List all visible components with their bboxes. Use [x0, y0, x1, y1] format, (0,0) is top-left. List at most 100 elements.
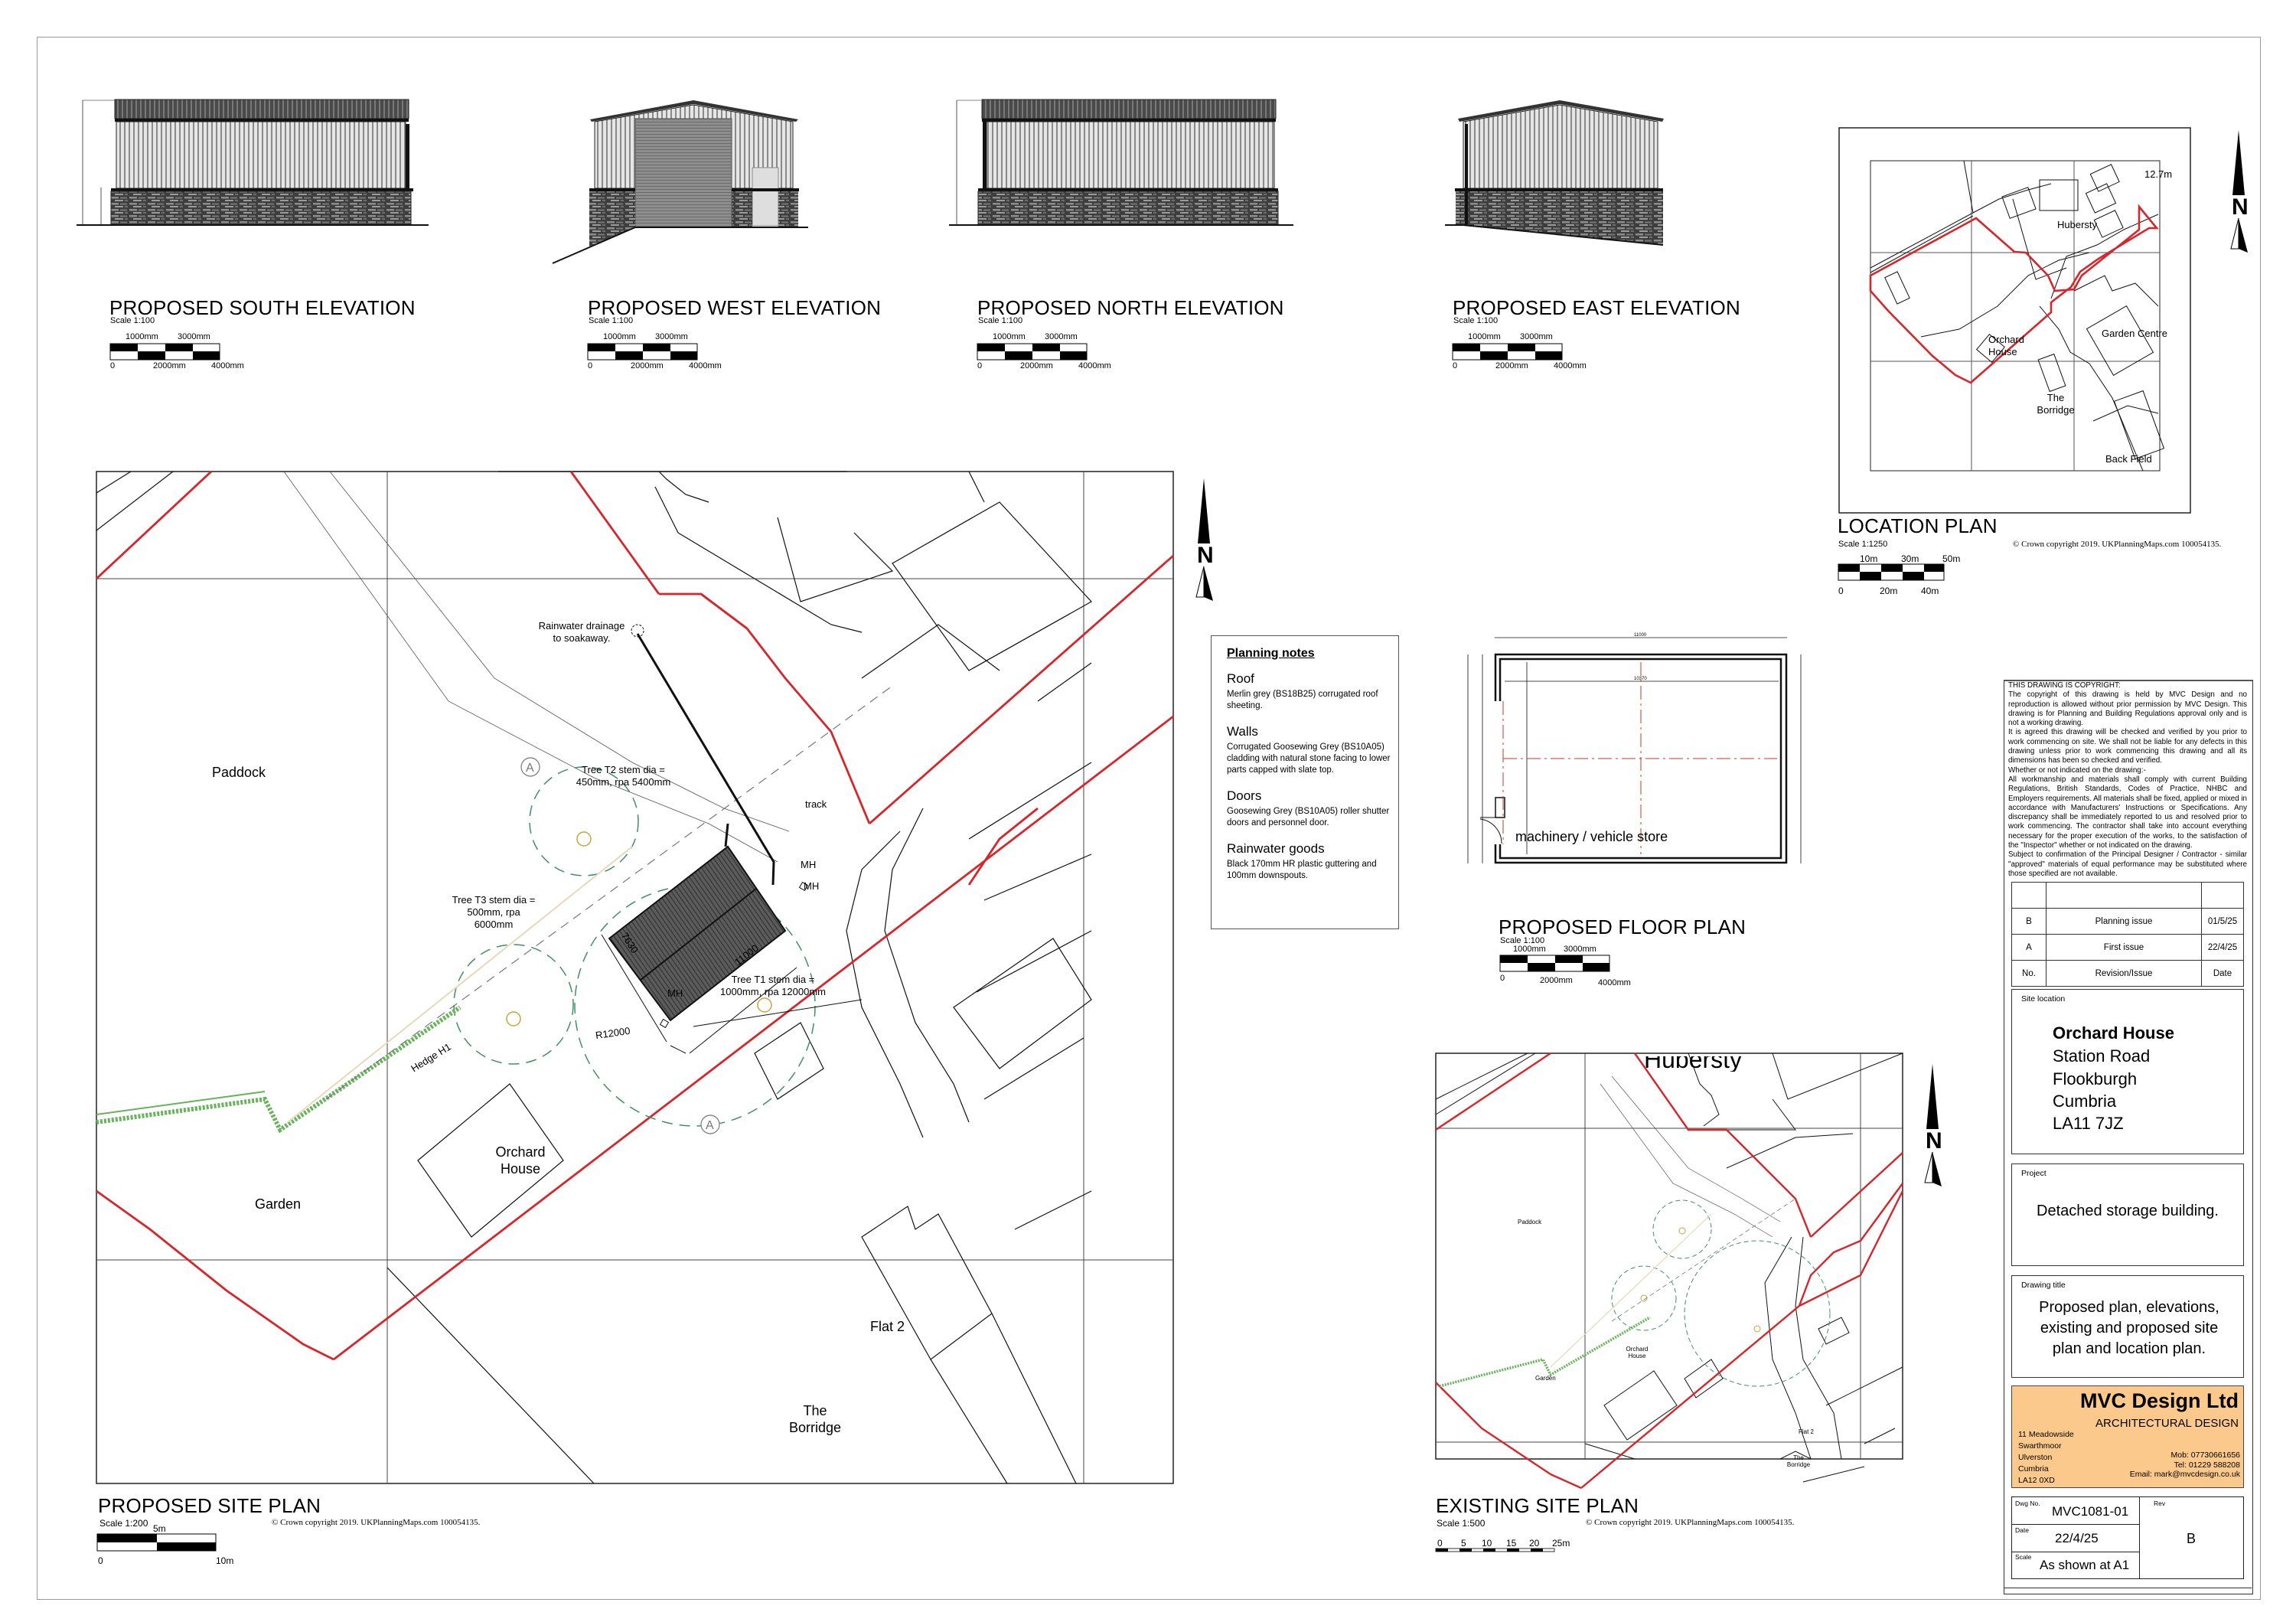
south-elevation-scale: Scale 1:100: [110, 316, 155, 325]
rev-no: [2011, 882, 2047, 909]
scalebar-label: 2000mm: [1020, 361, 1053, 370]
east-elevation: [1445, 100, 1664, 246]
dwg-no-label: Dwg No.: [2015, 1500, 2040, 1507]
east-elevation-scale: Scale 1:100: [1453, 316, 1499, 325]
existing-label-garden: Garden: [1535, 1375, 1556, 1382]
scalebar-label: 4000mm: [1598, 978, 1631, 987]
sheet-border: [37, 37, 2261, 1600]
manhole-label: MH: [801, 859, 817, 870]
location-plan-copyright: © Crown copyright 2019. UKPlanningMaps.c…: [2013, 540, 2222, 549]
scalebar-label: 3000mm: [1520, 332, 1553, 341]
scalebar-label: 3000mm: [1564, 945, 1596, 954]
drawing-title-text: Proposed plan, elevations, existing and …: [2039, 1299, 2219, 1357]
scalebar-label: 4000mm: [1554, 361, 1587, 370]
west-elevation-scale: Scale 1:100: [589, 316, 634, 325]
copyright-notice: THIS DRAWING IS COPYRIGHT: The copyright…: [2008, 681, 2248, 878]
drawing-title-box: Drawing title Proposed plan, elevations,…: [2011, 1275, 2244, 1378]
west-elevation: [552, 100, 808, 264]
north-elevation: [949, 99, 1293, 226]
scalebar-label: 2000mm: [631, 361, 664, 370]
note-body: Black 170mm HR plastic guttering and 100…: [1227, 860, 1377, 880]
existing-site-plan-title: EXISTING SITE PLAN: [1436, 1494, 1639, 1517]
scalebar-label: 2000mm: [153, 361, 186, 370]
svg-text:N: N: [1197, 543, 1214, 568]
svg-text:A: A: [706, 1119, 714, 1132]
floor-plan-scalebar: [1499, 955, 1610, 972]
existing-site-plan-map: [1435, 1053, 1904, 1490]
rev-desc: [2046, 882, 2202, 909]
scalebar-label: 40m: [1921, 586, 1939, 596]
drawing-date: 22/4/25: [2055, 1531, 2099, 1545]
site-label-borridge: The Borridge: [788, 1403, 842, 1435]
company-logo-block: MVC Design Ltd ARCHITECTURAL DESIGN 11 M…: [2011, 1385, 2244, 1488]
existing-site-scalebar: [1435, 1548, 1555, 1552]
scalebar-label: 25m: [1552, 1538, 1570, 1549]
company-email[interactable]: Email: mark@mvcdesign.co.uk: [2129, 1470, 2240, 1479]
scalebar-label: 5m: [153, 1523, 166, 1534]
existing-label-orchard-house: Orchard House: [1626, 1346, 1649, 1359]
location-plan-title: LOCATION PLAN: [1838, 514, 1998, 537]
scalebar-label: 3000mm: [178, 332, 210, 341]
date-label: Date: [2015, 1526, 2029, 1534]
site-location-line: Flookburgh: [2053, 1069, 2138, 1088]
existing-label-hubersty: Hubersty: [1644, 1046, 1743, 1073]
site-plan-title: PROPOSED SITE PLAN: [98, 1494, 321, 1517]
rev-header-no: No.: [2011, 960, 2047, 987]
svg-text:A: A: [526, 762, 534, 775]
site-plan-copyright: © Crown copyright 2019. UKPlanningMaps.c…: [272, 1518, 481, 1527]
scalebar-label: 10m: [1860, 553, 1878, 564]
svg-text:N: N: [1926, 1128, 1942, 1154]
scalebar-label: 5: [1461, 1538, 1466, 1549]
scalebar-label: 0: [1453, 361, 1458, 370]
rev-no: B: [2011, 908, 2047, 935]
scalebar-label: 20m: [1880, 586, 1898, 596]
north-arrow-icon: N: [1924, 1064, 1942, 1186]
location-plan-map: [1838, 127, 2191, 514]
floor-plan-scale: Scale 1:100: [1500, 936, 1545, 945]
proposed-site-plan-map: A A: [96, 470, 1174, 1484]
existing-label-paddock: Paddock: [1518, 1219, 1542, 1225]
drawing-title-caption: Drawing title: [2021, 1281, 2066, 1290]
note-heading: Doors: [1227, 788, 1262, 803]
note-body: Merlin grey (BS18B25) corrugated roof sh…: [1227, 690, 1378, 710]
manhole-label: MH: [804, 880, 820, 892]
scalebar-label: 10m: [216, 1555, 234, 1566]
location-plan-scale: Scale 1:1250: [1838, 540, 1888, 549]
scalebar-label: 0: [98, 1555, 103, 1566]
north-elevation-scale: Scale 1:100: [978, 316, 1023, 325]
site-label-garden: Garden: [255, 1196, 302, 1212]
site-location-box: Site location Orchard House Station Road…: [2011, 989, 2244, 1154]
site-location-name: Orchard House: [2053, 1023, 2174, 1043]
note-heading: Walls: [1227, 724, 1258, 739]
rev-no: A: [2011, 934, 2047, 961]
scale-label: Scale: [2015, 1553, 2032, 1561]
location-label-orchard-house: Orchard House: [1988, 334, 2024, 357]
site-location-line: LA11 7JZ: [2053, 1114, 2124, 1133]
scalebar-label: 1000mm: [1468, 332, 1501, 341]
floor-plan-title: PROPOSED FLOOR PLAN: [1499, 915, 1746, 938]
company-name: MVC Design Ltd: [2080, 1389, 2239, 1412]
project-box: Project Detached storage building.: [2011, 1163, 2244, 1266]
floor-plan-room-label: machinery / vehicle store: [1515, 829, 1668, 844]
scalebar-label: 0: [977, 361, 983, 370]
scalebar-label: 4000mm: [689, 361, 722, 370]
manhole-label: MH: [667, 987, 683, 999]
elevation-drawings: [77, 99, 1664, 264]
existing-label-flat2: Flat 2: [1799, 1428, 1815, 1435]
scalebar-label: 15: [1506, 1538, 1517, 1549]
address-line: LA12 0XD: [2018, 1476, 2055, 1485]
scalebar-label: 2000mm: [1540, 976, 1573, 985]
scalebar-label: 50m: [1942, 553, 1961, 564]
location-label-level: 12.7m: [2144, 168, 2173, 180]
north-elevation-title: PROPOSED NORTH ELEVATION: [977, 296, 1284, 319]
note-heading: Rainwater goods: [1227, 841, 1325, 856]
west-elevation-title: PROPOSED WEST ELEVATION: [588, 296, 882, 319]
site-label-flat2: Flat 2: [870, 1319, 905, 1334]
south-elevation-title: PROPOSED SOUTH ELEVATION: [109, 296, 416, 319]
north-arrow-icon: N: [2230, 130, 2249, 253]
project-text: Detached storage building.: [2037, 1203, 2219, 1219]
scalebar-label: 10: [1482, 1538, 1492, 1549]
rev-desc: First issue: [2046, 934, 2202, 961]
